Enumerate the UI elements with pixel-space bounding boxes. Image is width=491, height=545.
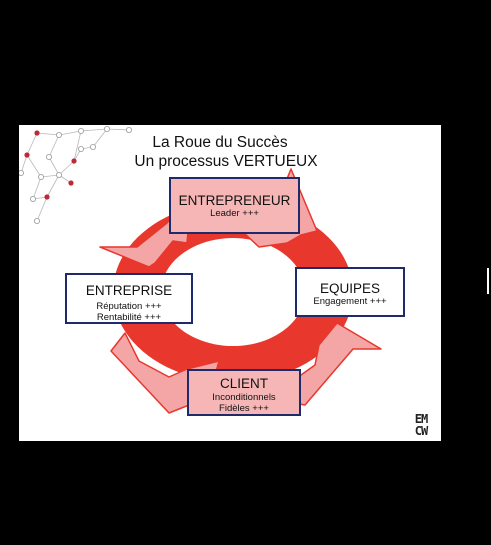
node-client-detail-1: Inconditionnels <box>212 392 276 403</box>
emcw-logo: EM CW <box>407 413 435 437</box>
node-client: CLIENT Inconditionnels Fidèles +++ <box>187 369 301 416</box>
arrow-to-entrepreneur <box>99 194 192 268</box>
node-entreprise: ENTREPRISE Réputation +++ Rentabilité ++… <box>65 273 193 324</box>
node-client-label: CLIENT <box>219 376 268 391</box>
node-equipes-detail: Engagement +++ <box>313 296 387 307</box>
node-entreprise-detail-1: Réputation +++ <box>96 301 162 312</box>
diagram-title: La Roue du Succès <box>152 134 288 151</box>
node-client-detail-2: Fidèles +++ <box>219 403 269 414</box>
node-entrepreneur-detail: Leader +++ <box>210 208 259 219</box>
diagram-subtitle: Un processus VERTUEUX <box>134 153 318 170</box>
node-equipes-label: EQUIPES <box>319 281 381 296</box>
node-equipes: EQUIPES Engagement +++ <box>295 267 405 317</box>
node-entrepreneur: ENTREPRENEUR Leader +++ <box>169 177 300 234</box>
node-entreprise-label: ENTREPRISE <box>85 283 173 298</box>
network-decoration <box>19 126 133 225</box>
edge-marker <box>487 268 489 294</box>
node-entrepreneur-label: ENTREPRENEUR <box>178 193 291 208</box>
logo-line-2: CW <box>414 424 428 438</box>
slide: La Roue du Succès Un processus VERTUEUX … <box>19 125 441 441</box>
node-entreprise-detail-2: Rentabilité +++ <box>96 312 162 323</box>
wheel-ring <box>113 201 354 382</box>
logo-line-1: EM <box>414 412 428 426</box>
